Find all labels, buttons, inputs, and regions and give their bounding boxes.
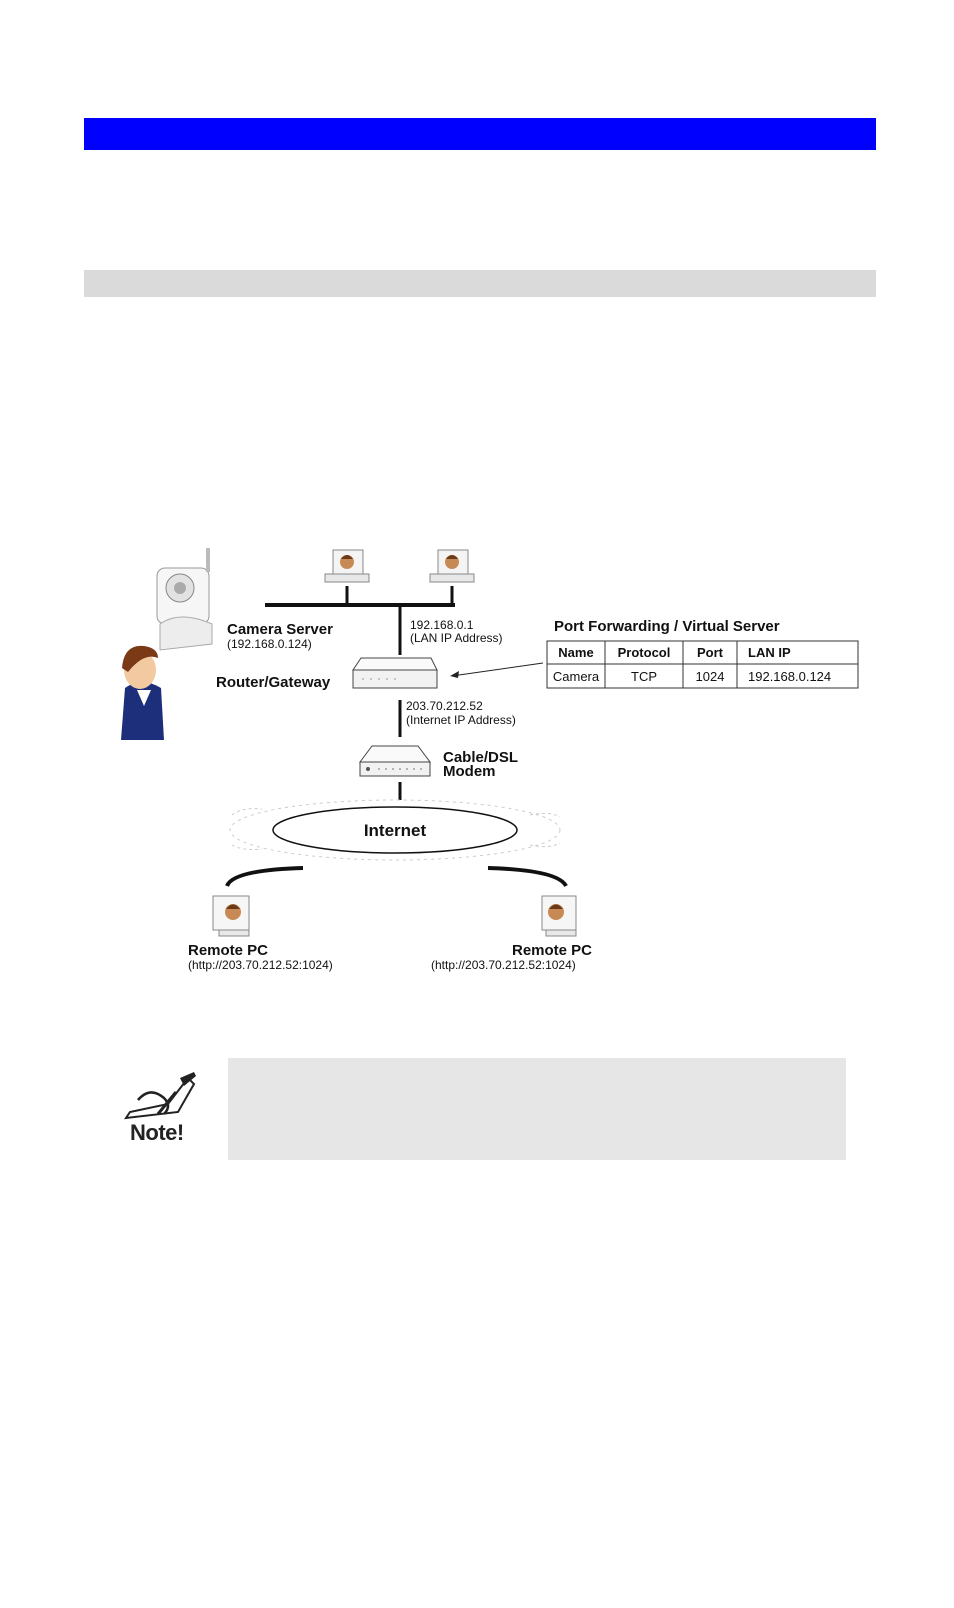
- internet-ip-label: 203.70.212.52: [406, 699, 483, 713]
- note-icon-label: Note!: [130, 1120, 184, 1145]
- camera-server-label: Camera Server: [227, 621, 333, 638]
- port-forwarding-title: Port Forwarding / Virtual Server: [554, 618, 780, 635]
- router-label: Router/Gateway: [216, 674, 331, 691]
- camera-server-icon: [156, 548, 213, 651]
- lan-pc-right-icon: [429, 549, 475, 583]
- table-cell-port: 1024: [696, 669, 725, 684]
- person-icon: [121, 645, 164, 740]
- lan-ip-caption: (LAN IP Address): [410, 631, 502, 645]
- modem-icon: [359, 745, 431, 777]
- internet-ip-caption: (Internet IP Address): [406, 713, 516, 727]
- internet-label: Internet: [364, 821, 427, 840]
- remote-pc-left-url: (http://203.70.212.52:1024): [188, 958, 333, 972]
- remote-pc-left-icon: [212, 895, 250, 937]
- lan-pc-left-icon: [324, 549, 370, 583]
- remote-pc-left-label: Remote PC: [188, 942, 268, 959]
- note-pen-icon: [123, 1072, 196, 1120]
- network-diagram: Name Protocol Port LAN IP Camera TCP 102…: [121, 548, 859, 972]
- camera-server-ip-label: (192.168.0.124): [227, 637, 312, 651]
- lan-ip-label: 192.168.0.1: [410, 618, 474, 632]
- remote-pc-right-url: (http://203.70.212.52:1024): [431, 958, 576, 972]
- table-cell-protocol: TCP: [631, 669, 657, 684]
- router-icon: [352, 657, 438, 689]
- section-header-bar: [84, 270, 876, 297]
- port-forwarding-table: Name Protocol Port LAN IP Camera TCP 102…: [546, 640, 859, 689]
- note-box: [228, 1058, 846, 1160]
- internet-cloud-icon: [229, 799, 561, 861]
- port-forwarding-arrow: [451, 662, 544, 677]
- table-header-protocol: Protocol: [618, 645, 671, 660]
- modem-label-line1: Cable/DSL: [443, 749, 518, 766]
- chapter-header-bar: [84, 118, 876, 150]
- remote-pc-right-label: Remote PC: [512, 942, 592, 959]
- table-cell-lan-ip: 192.168.0.124: [748, 669, 831, 684]
- remote-pc-right-icon: [541, 895, 577, 937]
- table-header-lan-ip: LAN IP: [748, 645, 791, 660]
- modem-label-line2: Modem: [443, 763, 496, 780]
- table-header-port: Port: [697, 645, 724, 660]
- table-cell-name: Camera: [553, 669, 600, 684]
- remote-link-left: [225, 866, 304, 888]
- remote-link-right: [487, 866, 568, 888]
- table-header-name: Name: [558, 645, 593, 660]
